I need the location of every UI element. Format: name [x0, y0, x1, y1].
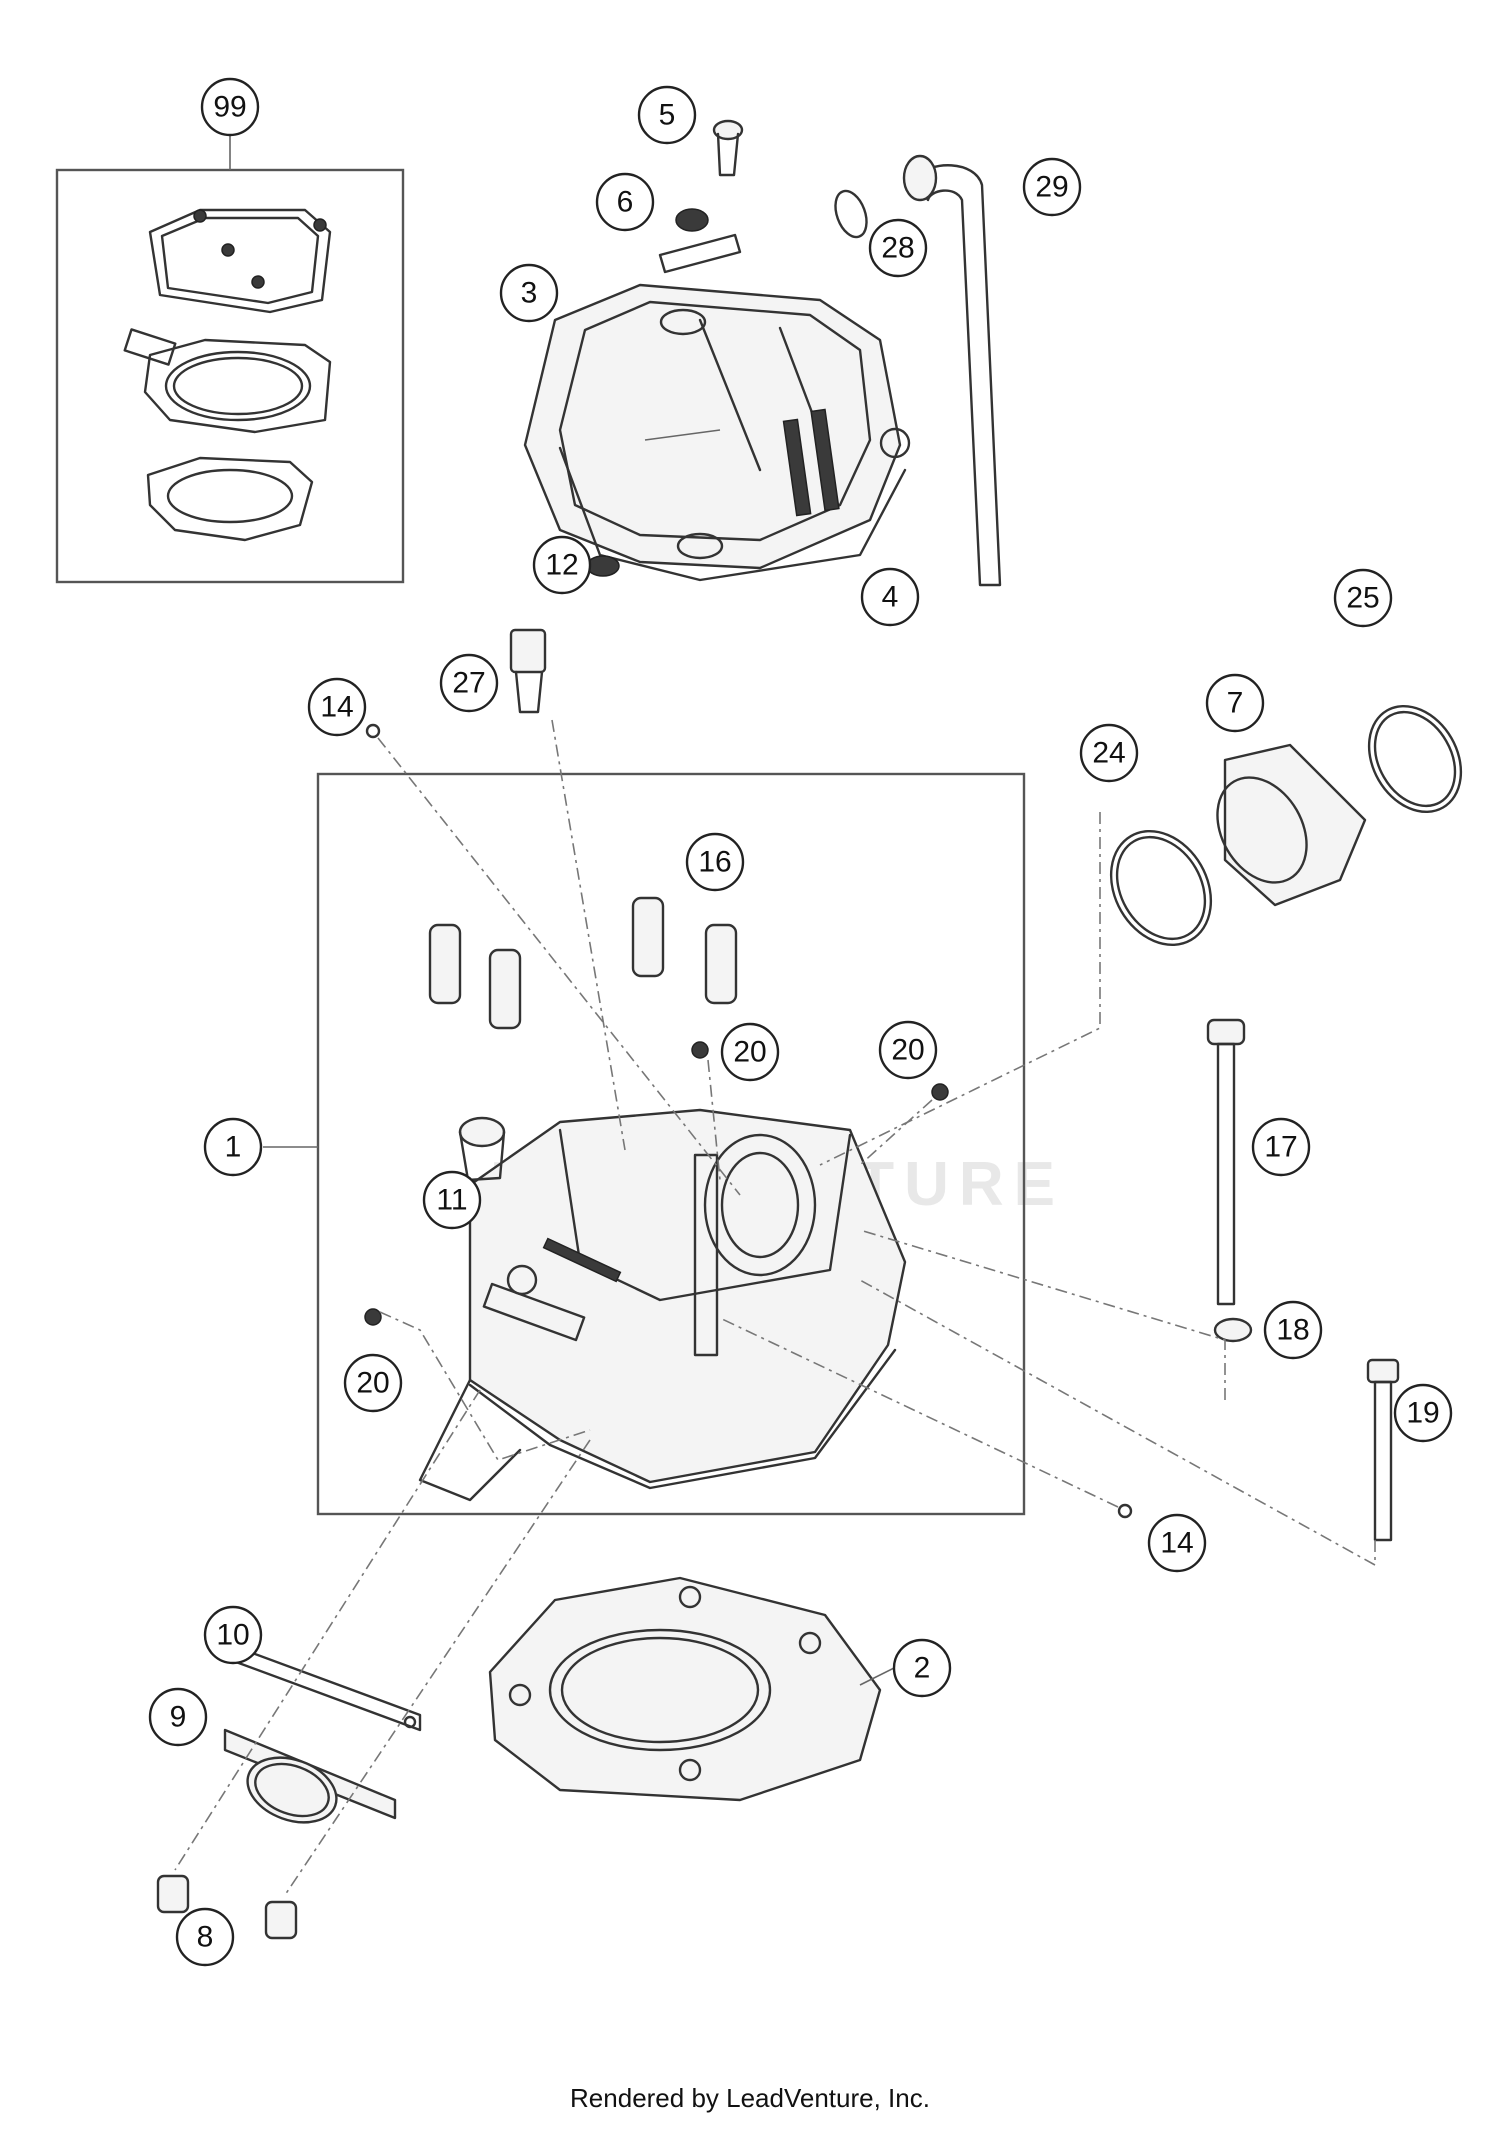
svg-text:20: 20 [356, 1367, 389, 1400]
svg-text:25: 25 [1346, 582, 1379, 615]
svg-text:16: 16 [698, 846, 731, 879]
svg-text:99: 99 [213, 91, 246, 124]
callout-99: 99 [200, 77, 260, 137]
svg-text:10: 10 [216, 1619, 249, 1652]
svg-text:20: 20 [733, 1036, 766, 1069]
svg-text:14: 14 [1160, 1527, 1193, 1560]
callout-4: 4 [860, 567, 920, 627]
callout-6: 6 [595, 172, 655, 232]
bolts-and-washer [1206, 1018, 1400, 1542]
callout-12: 12 [532, 535, 592, 595]
svg-text:12: 12 [545, 549, 578, 582]
callout-27: 27 [439, 653, 499, 713]
svg-text:14: 14 [320, 691, 353, 724]
callout-29: 29 [1022, 157, 1082, 217]
cylinder-head-body [364, 723, 1133, 1519]
callout-20-center: 20 [720, 1022, 780, 1082]
svg-text:6: 6 [617, 186, 634, 219]
svg-text:11: 11 [436, 1184, 467, 1217]
svg-text:17: 17 [1264, 1131, 1297, 1164]
footer-credit: Rendered by LeadVenture, Inc. [570, 2083, 930, 2113]
svg-text:18: 18 [1276, 1314, 1309, 1347]
callout-11: 11 [422, 1170, 482, 1230]
svg-text:27: 27 [452, 667, 485, 700]
callout-9: 9 [148, 1687, 208, 1747]
gasket-kit-parts [123, 208, 332, 542]
head-gasket [488, 1576, 882, 1802]
svg-text:24: 24 [1092, 737, 1125, 770]
callout-2: 2 [892, 1638, 952, 1698]
valve-cover-assembly [523, 119, 1002, 587]
callout-20-right: 20 [878, 1020, 938, 1080]
callout-17: 17 [1251, 1117, 1311, 1177]
svg-text:7: 7 [1227, 687, 1244, 720]
svg-text:28: 28 [881, 232, 914, 265]
svg-text:20: 20 [891, 1034, 924, 1067]
svg-text:2: 2 [914, 1652, 931, 1685]
sensor-part [509, 628, 626, 1151]
callout-10: 10 [203, 1605, 263, 1665]
svg-text:1: 1 [225, 1131, 242, 1164]
gasket-kit-frame [55, 168, 405, 584]
callout-5: 5 [637, 85, 697, 145]
svg-text:19: 19 [1406, 1397, 1439, 1430]
intake-boot-assembly [1109, 704, 1463, 947]
svg-text:5: 5 [659, 99, 676, 132]
callout-7: 7 [1205, 673, 1265, 733]
callout-19: 19 [1393, 1383, 1453, 1443]
callout-25: 25 [1333, 568, 1393, 628]
cylinder-head-frame [316, 772, 1026, 1516]
callout-16: 16 [685, 832, 745, 892]
callout-14-lower: 14 [1147, 1513, 1207, 1573]
svg-text:4: 4 [882, 581, 899, 614]
callout-24: 24 [1079, 723, 1139, 783]
callout-28: 28 [868, 218, 928, 278]
callout-1: 1 [203, 1117, 263, 1177]
svg-text:8: 8 [197, 1921, 214, 1954]
callout-18: 18 [1263, 1300, 1323, 1360]
callout-8: 8 [175, 1907, 235, 1967]
callout-20-left: 20 [343, 1353, 403, 1413]
svg-text:9: 9 [170, 1701, 187, 1734]
svg-text:3: 3 [521, 277, 538, 310]
callout-3: 3 [499, 263, 559, 323]
svg-text:29: 29 [1035, 171, 1068, 204]
callout-14-upper: 14 [307, 677, 367, 737]
